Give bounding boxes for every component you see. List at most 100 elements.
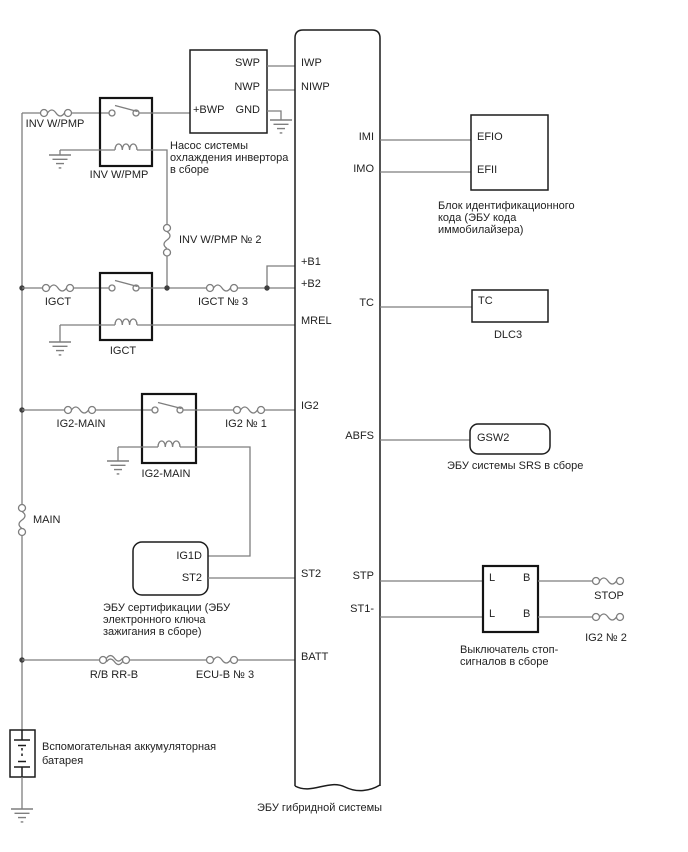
fuse-inv-wpmp2-label: INV W/PMP № 2 (179, 234, 262, 246)
pump-label-3: в сборе (170, 164, 209, 176)
inv-wpmp-circuit: INV W/PMP INV W/PMP INV W/PMP № 2 (22, 96, 262, 288)
fuse-terminal (229, 283, 239, 293)
fuse-igct-label: IGCT (45, 296, 72, 308)
fuse-terminal (17, 527, 27, 537)
ecu-pin-b2: +B2 (301, 278, 321, 290)
relay-inv-wpmp-box (98, 96, 154, 168)
junction-dot (264, 285, 270, 291)
stop-lamp-switch: L B L B STOP IG2 № 2 Выключатель стоп- с… (380, 564, 627, 668)
fusible-link-element (105, 654, 124, 666)
immobilizer-label-2: кода (ЭБУ кода (438, 212, 517, 224)
hybrid-ecu: ЭБУ гибридной системы IWP NIWP +B1 +B2 M… (257, 29, 382, 814)
ground-icon (106, 460, 130, 475)
immobilizer-pin-efii: EFII (477, 164, 497, 176)
fuse-terminal (162, 248, 172, 257)
fuse-ecub3-label: ECU-B № 3 (196, 669, 254, 681)
relay-coil-icon (60, 143, 168, 225)
ig2-circuit: IG2-MAIN IG2-MAIN IG2 № 1 (22, 392, 295, 557)
ground-icon (269, 119, 293, 134)
fuse-terminal (256, 405, 266, 415)
switch-contact (108, 109, 116, 117)
dlc3-connector: TC DLC3 (380, 289, 549, 341)
fuse-main: MAIN (17, 503, 61, 537)
fuse-ig2-1-label: IG2 № 1 (225, 418, 267, 430)
fuse-terminal (41, 283, 51, 293)
cert-ecu-label-1: ЭБУ сертификации (ЭБУ (103, 602, 231, 614)
fuse-terminal (232, 405, 242, 415)
fuse-terminal (39, 108, 49, 118)
ground-icon (10, 808, 34, 823)
fuse-element (212, 284, 232, 292)
switch-blade-icon (114, 279, 138, 288)
cert-ecu-pin-ig1d: IG1D (176, 550, 202, 562)
pump-box (189, 49, 268, 134)
ecu-pin-tc: TC (359, 297, 374, 309)
ground-lead (267, 110, 282, 120)
fuse-element (598, 577, 618, 585)
pump-pin-bwp: +BWP (193, 104, 224, 116)
immobilizer-box (470, 114, 549, 191)
fuse-element (46, 109, 66, 117)
fuse-terminal (17, 503, 27, 513)
stop-switch-pin-b1: B (523, 572, 530, 584)
junction-dot (164, 285, 170, 291)
cert-ecu-label-2: электронного ключа (103, 614, 206, 626)
fuse-stop-label: STOP (594, 590, 624, 602)
fuse-element (163, 230, 171, 250)
fuse-igct3-label: IGCT № 3 (198, 296, 248, 308)
aux-battery: Вспомогательная аккумуляторная батарея (9, 729, 216, 823)
pump-label-1: Насос системы (170, 140, 248, 152)
cert-ecu-pin-st2: ST2 (182, 572, 202, 584)
pump-pin-nwp: NWP (234, 81, 260, 93)
fuse-terminal (205, 655, 215, 665)
switch-blade-icon (157, 401, 182, 410)
fuse-terminal (615, 612, 625, 622)
fuse-terminal (65, 283, 75, 293)
ground-icon (48, 341, 72, 356)
srs-box (469, 423, 551, 455)
ecu-pin-stp: STP (353, 570, 374, 582)
fuse-terminal (229, 655, 239, 665)
ecu-pin-imi: IMI (359, 131, 374, 143)
ecu-pin-ig2: IG2 (301, 400, 319, 412)
stop-switch-label-2: сигналов в сборе (460, 656, 548, 668)
immobilizer-label-1: Блок идентификационного (438, 200, 575, 212)
fuse-terminal (205, 283, 215, 293)
cert-ecu-box (132, 541, 209, 596)
fuse-main-label: MAIN (33, 514, 61, 526)
stop-switch-box (481, 564, 540, 634)
wire (380, 580, 483, 618)
switch-blade-icon (114, 104, 138, 113)
fuse-element (598, 613, 618, 621)
fuse-terminal (87, 405, 97, 415)
fuse-terminal (162, 223, 172, 233)
fuse-terminal (591, 576, 601, 586)
ecu-pin-iwp: IWP (301, 57, 322, 69)
switch-contact (151, 406, 159, 414)
igct-circuit: IGCT IGCT IGCT № 3 (22, 265, 295, 357)
fuse-terminal (63, 108, 73, 118)
stop-switch-pin-b2: B (523, 608, 530, 620)
ecu-pin-b1: +B1 (301, 256, 321, 268)
ecu-pin-st1: ST1- (350, 603, 374, 615)
stop-switch-pin-l1: L (489, 572, 495, 584)
fuse-terminal (98, 655, 108, 665)
fuse-terminal (591, 612, 601, 622)
fuse-element (70, 406, 90, 414)
fuse-terminal (121, 655, 131, 665)
relay-igct-label: IGCT (110, 345, 137, 357)
immobilizer-label-3: иммобилайзера) (438, 224, 523, 236)
battery-label-2: батарея (42, 755, 83, 767)
relay-coil-icon (60, 318, 295, 326)
fuse-terminal (63, 405, 73, 415)
fuse-element (48, 284, 68, 292)
srs-ecu: GSW2 ЭБУ системы SRS в сборе (380, 423, 583, 472)
ecu-pin-batt: BATT (301, 651, 329, 663)
switch-contact (108, 284, 116, 292)
wire-b1-branch (266, 265, 295, 288)
battery-label-1: Вспомогательная аккумуляторная (42, 741, 216, 753)
immobilizer-block: EFIO EFII Блок идентификационного кода (… (380, 114, 575, 236)
ecu-box-break-line (294, 783, 381, 792)
pump-assembly: SWP NWP +BWP GND Насос системы охлаждени… (170, 49, 295, 176)
